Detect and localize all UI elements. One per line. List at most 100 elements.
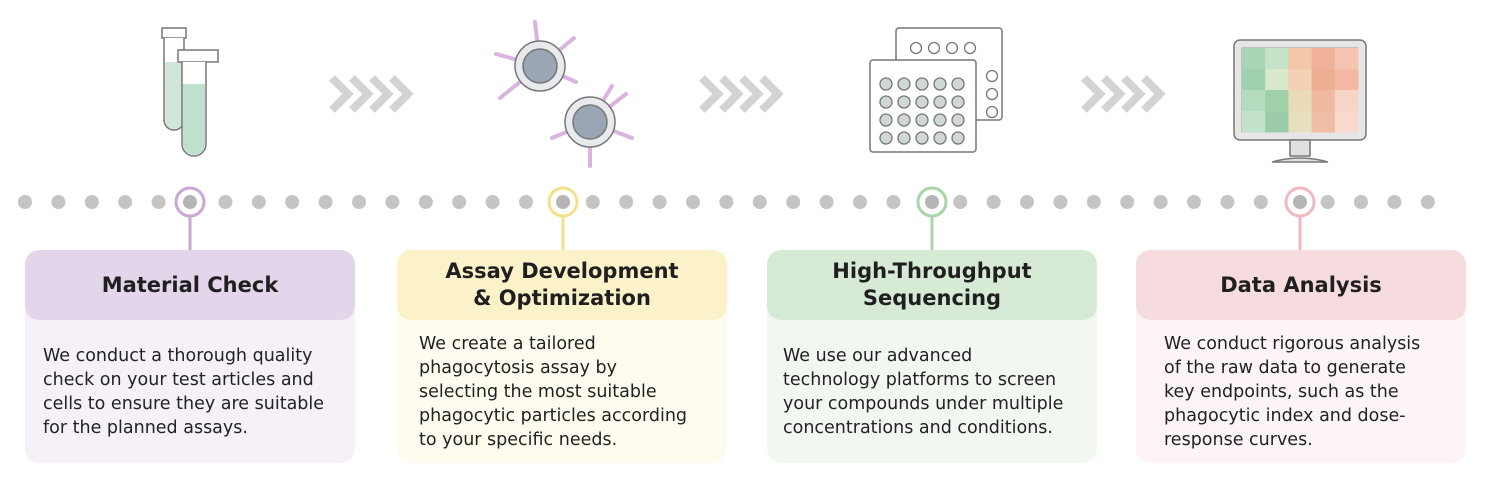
timeline-dot	[418, 195, 433, 209]
well	[879, 131, 893, 145]
timeline-dot	[51, 195, 66, 209]
timeline-dot	[1187, 195, 1201, 209]
step-description: We conduct rigorous analysis of the raw …	[1136, 320, 1466, 463]
step-title: High-Throughput Sequencing	[767, 250, 1097, 320]
description-line: key endpoints, such as the	[1164, 381, 1399, 402]
description-line: to your specific needs.	[419, 429, 618, 450]
timeline-dot	[853, 195, 867, 209]
heatmap-cell	[1265, 90, 1289, 112]
test-tubes-icon	[161, 27, 219, 157]
step-card-high-throughput: High-Throughput Sequencing We use our ad…	[767, 250, 1097, 463]
well	[879, 77, 893, 91]
timeline-dot	[686, 195, 700, 209]
timeline-dot	[385, 195, 400, 209]
description-line: technology platforms to screen	[783, 369, 1057, 390]
heatmap-cell	[1311, 48, 1336, 70]
well	[963, 41, 977, 55]
description-line: We use our advanced	[783, 345, 973, 366]
timeline-dot	[619, 195, 634, 209]
description-line: for the planned assays.	[43, 417, 248, 438]
timeline-dot	[1420, 195, 1435, 209]
heatmap-cell	[1242, 111, 1266, 133]
description-line: phagocytosis assay by	[419, 357, 618, 378]
step-title-line: Assay Development	[445, 259, 679, 283]
cells-icon	[494, 20, 634, 168]
description-line: We conduct a thorough quality	[43, 345, 313, 366]
well	[915, 131, 929, 145]
heatmap-cell	[1288, 111, 1313, 133]
step-card-material-check: Material Check We conduct a thorough qua…	[25, 250, 355, 463]
step-description: We create a tailored phagocytosis assay …	[397, 320, 727, 463]
heatmap-cell	[1265, 48, 1289, 70]
well	[951, 131, 965, 145]
step-title-line: & Optimization	[473, 286, 651, 310]
well	[985, 87, 999, 101]
timeline-dot	[886, 195, 901, 209]
description-line: concentrations and conditions.	[783, 417, 1053, 438]
well	[927, 41, 941, 55]
description-line: We create a tailored	[419, 333, 596, 354]
timeline-marker-2	[547, 186, 579, 250]
heatmap-cell	[1242, 69, 1266, 91]
timeline-dot	[251, 195, 266, 209]
well	[985, 105, 999, 119]
timeline-dot	[752, 195, 767, 209]
heatmap-cell	[1334, 69, 1359, 91]
description-line: response curves.	[1164, 429, 1313, 450]
monitor-heatmap-icon	[1233, 39, 1367, 163]
well	[933, 95, 947, 109]
step-title-line: Data Analysis	[1220, 272, 1382, 297]
well	[945, 41, 959, 55]
well	[915, 113, 929, 127]
timeline-dot	[1120, 195, 1135, 209]
well	[951, 95, 965, 109]
timeline-dot	[352, 195, 366, 209]
well	[951, 113, 965, 127]
step-description: We use our advanced technology platforms…	[767, 320, 1097, 463]
timeline-dot	[318, 195, 333, 209]
step-title-line: Sequencing	[862, 286, 1002, 310]
description-line: We conduct rigorous analysis	[1164, 333, 1421, 354]
timeline-marker-3	[916, 186, 948, 250]
chevrons-arrow-icon	[699, 75, 784, 113]
timeline-dot	[118, 195, 133, 209]
well	[915, 77, 929, 91]
timeline-dot	[1354, 195, 1368, 209]
timeline-marker-4	[1284, 186, 1316, 250]
well	[933, 77, 947, 91]
well	[933, 131, 947, 145]
timeline-dot	[1020, 195, 1034, 209]
step-title: Assay Development & Optimization	[397, 250, 727, 320]
description-line: your compounds under multiple	[783, 393, 1064, 414]
step-card-assay-development: Assay Development & Optimization We crea…	[397, 250, 727, 463]
heatmap-cell	[1242, 90, 1266, 112]
heatmap-cell	[1288, 69, 1313, 91]
timeline	[18, 186, 1435, 250]
timeline-marker-1	[174, 186, 206, 250]
step-title-line: Material Check	[101, 272, 279, 297]
heatmap-cell	[1311, 69, 1336, 91]
timeline-dot	[585, 195, 600, 209]
timeline-dot	[986, 195, 1001, 209]
well	[897, 113, 911, 127]
timeline-dot	[953, 195, 968, 209]
well	[897, 77, 911, 91]
heatmap-cell	[1311, 90, 1336, 112]
timeline-dot	[18, 195, 32, 209]
heatmap-cell	[1311, 111, 1336, 133]
timeline-dot	[719, 195, 734, 209]
timeline-dot	[285, 195, 300, 209]
well	[897, 95, 911, 109]
timeline-dot	[1153, 195, 1168, 209]
description-line: phagocytic index and dose-	[1164, 405, 1406, 426]
timeline-dot	[151, 195, 166, 209]
timeline-dot	[786, 195, 801, 209]
timeline-dot	[452, 195, 467, 209]
heatmap-cell	[1288, 90, 1313, 112]
step-title-line: High-Throughput	[832, 259, 1032, 283]
timeline-dot	[485, 195, 500, 209]
timeline-dot	[519, 195, 533, 209]
description-line: check on your test articles and	[43, 369, 314, 390]
step-title: Data Analysis	[1136, 250, 1466, 320]
